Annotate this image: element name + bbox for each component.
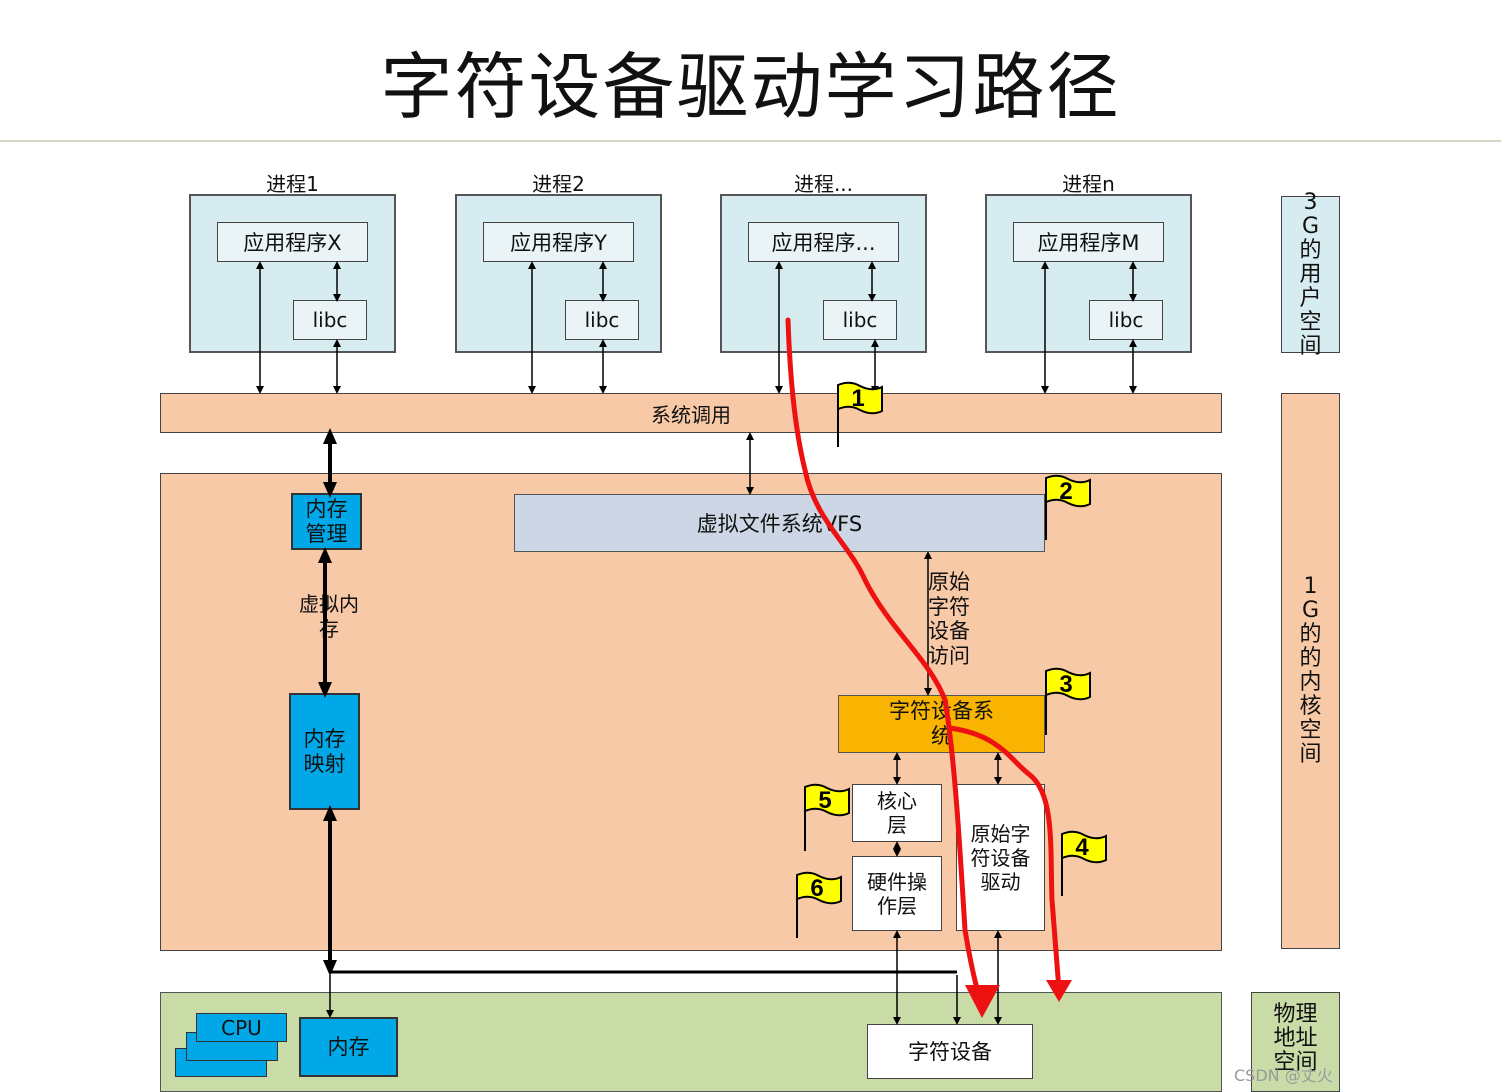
libc-1: libc bbox=[293, 300, 367, 340]
kernel-space-label-box: 1G的的内核空间 bbox=[1281, 393, 1340, 949]
watermark: CSDN @丈火 bbox=[1234, 1066, 1333, 1085]
memory-management-label: 内存管理 bbox=[305, 496, 348, 546]
vfs-box: 虚拟文件系统VFS bbox=[514, 494, 1045, 552]
libc-n: libc bbox=[1089, 300, 1163, 340]
memory-map-label: 内存映射 bbox=[303, 726, 346, 776]
syscall-bar: 系统调用 bbox=[160, 393, 1222, 433]
memory-label: 内存 bbox=[327, 1034, 370, 1059]
user-space-label-box: 3G的用户空间 bbox=[1281, 190, 1340, 358]
memory-management-box: 内存管理 bbox=[291, 493, 362, 550]
char-device-system-box: 字符设备系统 bbox=[838, 695, 1045, 753]
app-y: 应用程序Y bbox=[483, 222, 634, 262]
cpu-box: CPU bbox=[196, 1013, 287, 1042]
page-title: 字符设备驱动学习路径 bbox=[380, 45, 1121, 129]
raw-driver-box: 原始字符设备驱动 bbox=[956, 784, 1045, 931]
char-device-system-label: 字符设备系统 bbox=[889, 699, 994, 748]
memory-map-box: 内存映射 bbox=[289, 693, 360, 810]
libc-2: libc bbox=[565, 300, 639, 340]
libc-3: libc bbox=[823, 300, 897, 340]
hardware-layer-label: 硬件操作层 bbox=[867, 869, 927, 918]
raw-access-label: 原始字符设备访问 bbox=[928, 570, 970, 668]
core-layer-box: 核心层 bbox=[852, 784, 942, 842]
kernel-space-label: 1G的的内核空间 bbox=[1299, 574, 1322, 767]
char-device-box: 字符设备 bbox=[867, 1024, 1033, 1079]
app-etc: 应用程序... bbox=[748, 222, 899, 262]
vfs-label: 虚拟文件系统VFS bbox=[696, 512, 863, 536]
syscall-label: 系统调用 bbox=[651, 402, 731, 427]
user-space-label: 3G的用户空间 bbox=[1299, 189, 1322, 359]
cpu-label: CPU bbox=[221, 1015, 262, 1040]
title-divider bbox=[0, 140, 1501, 142]
process-1-label: 进程1 bbox=[266, 172, 319, 196]
process-n-label: 进程n bbox=[1062, 172, 1115, 196]
char-device-label: 字符设备 bbox=[908, 1039, 992, 1064]
memory-box: 内存 bbox=[299, 1017, 398, 1077]
virtual-memory-label: 虚拟内存 bbox=[299, 592, 359, 641]
process-1-box bbox=[189, 194, 396, 353]
app-x: 应用程序X bbox=[217, 222, 368, 262]
physical-space-label-box: 物理地址空间 bbox=[1251, 992, 1340, 1092]
physical-space-label: 物理地址空间 bbox=[1273, 1002, 1318, 1075]
core-layer-label: 核心层 bbox=[877, 789, 917, 837]
process-3-label: 进程... bbox=[793, 172, 854, 196]
process-2-label: 进程2 bbox=[532, 172, 585, 196]
raw-driver-label: 原始字符设备驱动 bbox=[970, 821, 1031, 894]
app-m: 应用程序M bbox=[1013, 222, 1164, 262]
hardware-layer-box: 硬件操作层 bbox=[852, 856, 942, 931]
